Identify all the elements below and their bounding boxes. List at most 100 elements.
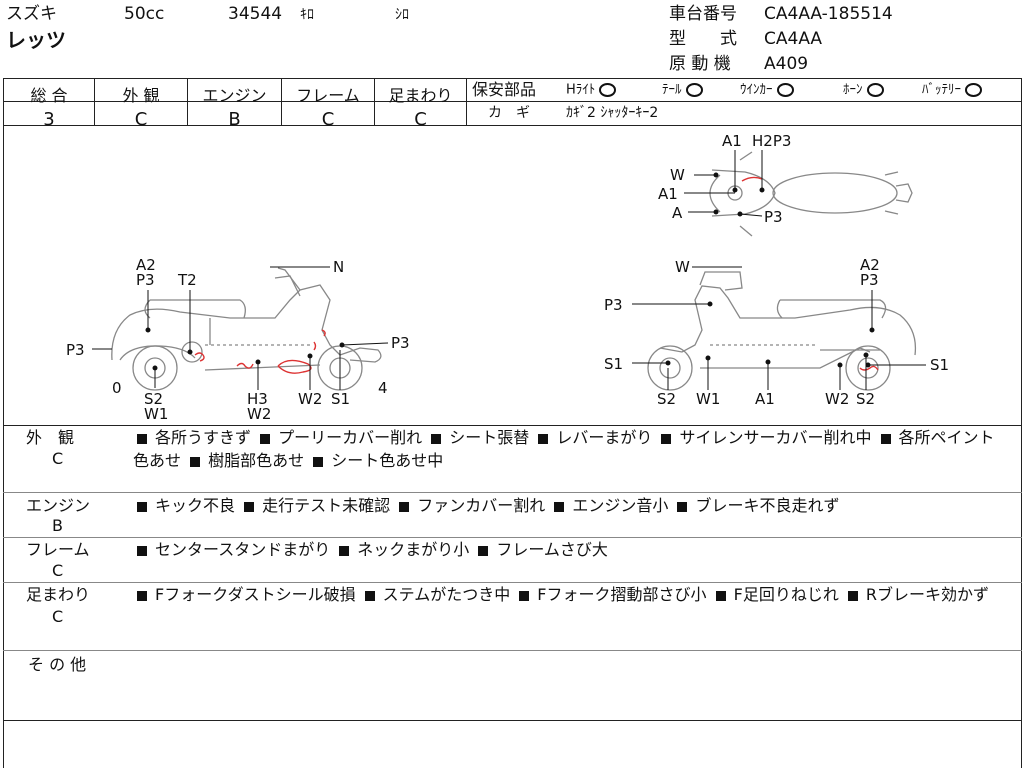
grade-label: 総 合 [30,86,68,105]
grade-value: B [228,109,241,130]
diagram-label: A2 [860,256,880,274]
scooter-top-view [709,151,913,237]
bullet-square-icon [661,433,672,444]
grade-label: 外 観 [122,86,160,105]
frame-no: CA4AA-185514 [764,4,893,24]
remark-grade: C [52,561,64,580]
remark-item: Rブレーキ効かず [865,585,990,604]
model-type-label: 型 式 [669,29,737,49]
diagram-label: H2P3 [752,132,791,150]
bullet-square-icon [880,433,891,444]
safety-item-winker: ｳｲﾝｶｰ [740,83,794,97]
grade-col-sep-3 [281,78,282,125]
safety-item-battery: ﾊﾞｯﾃﾘｰ [922,83,982,97]
diagram-label: P3 [604,296,623,314]
grade-value: C [414,109,427,130]
diagram-label: A1 [658,185,678,203]
scooter-right-view [647,271,917,391]
safety-item-label: ﾎｰﾝ [843,82,863,98]
model-type: CA4AA [764,29,823,49]
diagram-label: S1 [331,390,350,408]
remark-item: ステムがたつき中 [382,585,511,604]
bullet-square-icon [431,433,442,444]
remark-item: ネックまがり小 [357,540,470,559]
damage-marks [194,176,879,374]
remark-item: レバーまがり [556,428,653,447]
damage-diagram: A1 H2P3 W A1 A P3 A2 P3 T2 N P3 P3 0 S2 … [66,132,949,423]
bullet-square-icon [313,456,324,467]
remark-other: そ の 他 [0,651,1024,720]
remark-category: 足まわり [26,585,91,604]
bullet-square-icon [137,433,147,444]
bullet-square-icon [538,433,549,444]
remark-item: 走行テスト未確認 [262,496,391,515]
diagram-label: 4 [378,379,388,397]
remark-item: Fフォークダストシール破損 [155,585,356,604]
grade-value: 3 [43,109,55,130]
displacement: 50cc [124,4,165,24]
frame-no-label: 車台番号 [669,4,737,24]
remark-item: ブレーキ不良走れず [695,496,840,515]
grade-label: 足まわり [388,86,453,105]
bottom-divider [3,720,1022,721]
safety-item-headlight: Hﾗｲﾄ [566,83,617,97]
remark-divider-3 [3,582,1022,583]
diagram-label: T2 [177,271,197,289]
diagram-label: W2 [298,390,322,408]
grade-cell-frame: フレーム C [282,79,374,130]
grade-value: C [134,109,148,130]
remark-item: Fフォーク摺動部さび小 [537,585,707,604]
remark-item: キック不良 [155,496,236,515]
remark-items: 各所うすきず プーリーカバー削れ シート張替 レバーまがり サイレンサーカバー削… [133,426,1003,472]
body-color: ｼﾛ [395,7,409,23]
remark-item: 各所ペイント色あせ [133,428,995,470]
maker: スズキ [6,4,57,24]
remark-item: フレームさび大 [496,540,608,559]
remark-suspension: 足まわり C Fフォークダストシール破損 ステムがたつき中 Fフォーク摺動部さび… [0,583,1024,650]
diagram-label: W2 [825,390,849,408]
bullet-square-icon [715,590,726,601]
engine-code: A409 [764,54,809,74]
remark-exterior: 外 観 C 各所うすきず プーリーカバー削れ シート張替 レバーまがり サイレン… [0,426,1024,492]
diagram-label: P3 [764,208,783,226]
grade-col-sep-2 [187,78,188,125]
grade-label: エンジン [202,86,267,105]
remark-item: ファンカバー割れ [417,496,546,515]
remark-grade: C [52,607,64,626]
remark-item: センタースタンドまがり [155,540,331,559]
diagram-label: W1 [144,405,168,423]
grade-value: C [321,109,335,130]
safety-item-label: ｳｲﾝｶｰ [740,82,773,98]
ok-circle-icon [599,83,617,97]
diagram-label: P3 [860,271,879,289]
key-value: ｶｷﾞ2 ｼｬｯﾀｰｷｰ2 [566,105,659,121]
remark-item: サイレンサーカバー削れ中 [679,428,872,447]
diagram-label: S1 [604,355,623,373]
remark-category: エンジン [26,496,91,515]
diagram-label: A2 [136,256,156,274]
diagram-label: W [670,166,685,184]
remark-item: シート色あせ中 [331,451,444,470]
remark-item: エンジン音小 [572,496,669,515]
bullet-square-icon [137,501,147,512]
bullet-square-icon [519,590,530,601]
safety-item-horn: ﾎｰﾝ [843,83,884,97]
diagram-label: W1 [696,390,720,408]
header-divider [3,78,1022,79]
remark-divider-1 [3,492,1022,493]
diagram-label: 0 [112,379,122,397]
diagram-label: P3 [66,341,85,359]
grade-col-sep-4 [374,78,375,125]
remark-item: シート張替 [449,428,530,447]
grade-cell-exterior: 外 観 C [95,79,187,130]
remark-category: フレーム [26,540,90,559]
diagram-label: A [672,204,683,222]
grade-label: フレーム [296,86,360,105]
remark-item: F足回りねじれ [733,585,839,604]
remark-grade: C [52,449,64,468]
diagram-bottom-divider [3,425,1022,426]
diagram-label: A1 [722,132,742,150]
ok-circle-icon [776,83,794,97]
remark-frame: フレーム C センタースタンドまがり ネックまがり小 フレームさび大 [0,538,1024,582]
diagram-label: P3 [136,271,155,289]
